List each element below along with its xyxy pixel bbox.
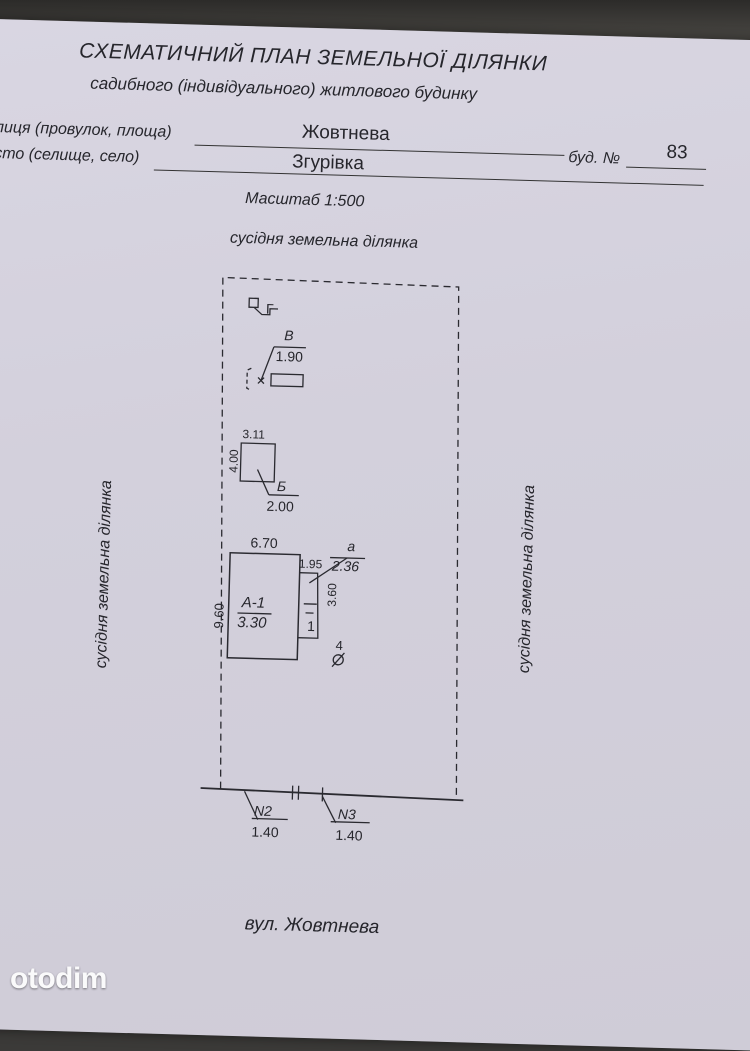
gate-n3-leader bbox=[322, 796, 337, 822]
shed-v-label: В bbox=[284, 327, 294, 343]
shed-g-marker bbox=[249, 298, 258, 307]
gate-n2-value: 1.40 bbox=[251, 823, 279, 840]
house-area: 3.30 bbox=[237, 614, 267, 632]
watermark-logo: otodim bbox=[10, 962, 107, 996]
gate-n2-label: N2 bbox=[254, 803, 273, 819]
document-sheet: СХЕМАТИЧНИЙ ПЛАН ЗЕМЕЛЬНОЇ ДІЛЯНКИ садиб… bbox=[0, 18, 750, 1051]
gate-n3-value: 1.40 bbox=[335, 827, 363, 844]
annex-width-dim: 1.95 bbox=[299, 557, 323, 572]
shed-b-width: 3.11 bbox=[242, 427, 265, 442]
street-name-label: вул. Жовтнева bbox=[245, 913, 380, 938]
house-height-dim: 9.60 bbox=[211, 603, 227, 629]
shed-v-dashed bbox=[247, 368, 252, 390]
shed-b-outline bbox=[240, 443, 275, 482]
porch-label: 1 bbox=[307, 618, 315, 634]
plot-boundary-dashed bbox=[208, 277, 470, 800]
gate-n3-label: N3 bbox=[338, 806, 357, 822]
site-plan-drawing: Г В 1.90 3.11 4.00 Б 2.00 6.70 9.60 А-1 … bbox=[0, 18, 750, 1051]
well-label: 4 bbox=[335, 638, 343, 653]
house-width-dim: 6.70 bbox=[250, 534, 278, 551]
shed-v-leader bbox=[261, 347, 274, 381]
shed-g-label: Г bbox=[266, 301, 274, 317]
shed-b-area: 2.00 bbox=[266, 498, 294, 515]
street-boundary-line bbox=[200, 788, 463, 800]
shed-v-annex bbox=[271, 374, 303, 387]
shed-b-leader-base bbox=[269, 495, 299, 496]
shed-v-area: 1.90 bbox=[275, 348, 303, 365]
house-label: А-1 bbox=[241, 594, 266, 612]
annex-height-dim: 3.60 bbox=[325, 583, 340, 607]
annex-area: 2.36 bbox=[331, 558, 360, 575]
shed-b-label: Б bbox=[277, 478, 287, 494]
annex-label: а bbox=[347, 538, 355, 554]
shed-b-height: 4.00 bbox=[226, 449, 241, 473]
